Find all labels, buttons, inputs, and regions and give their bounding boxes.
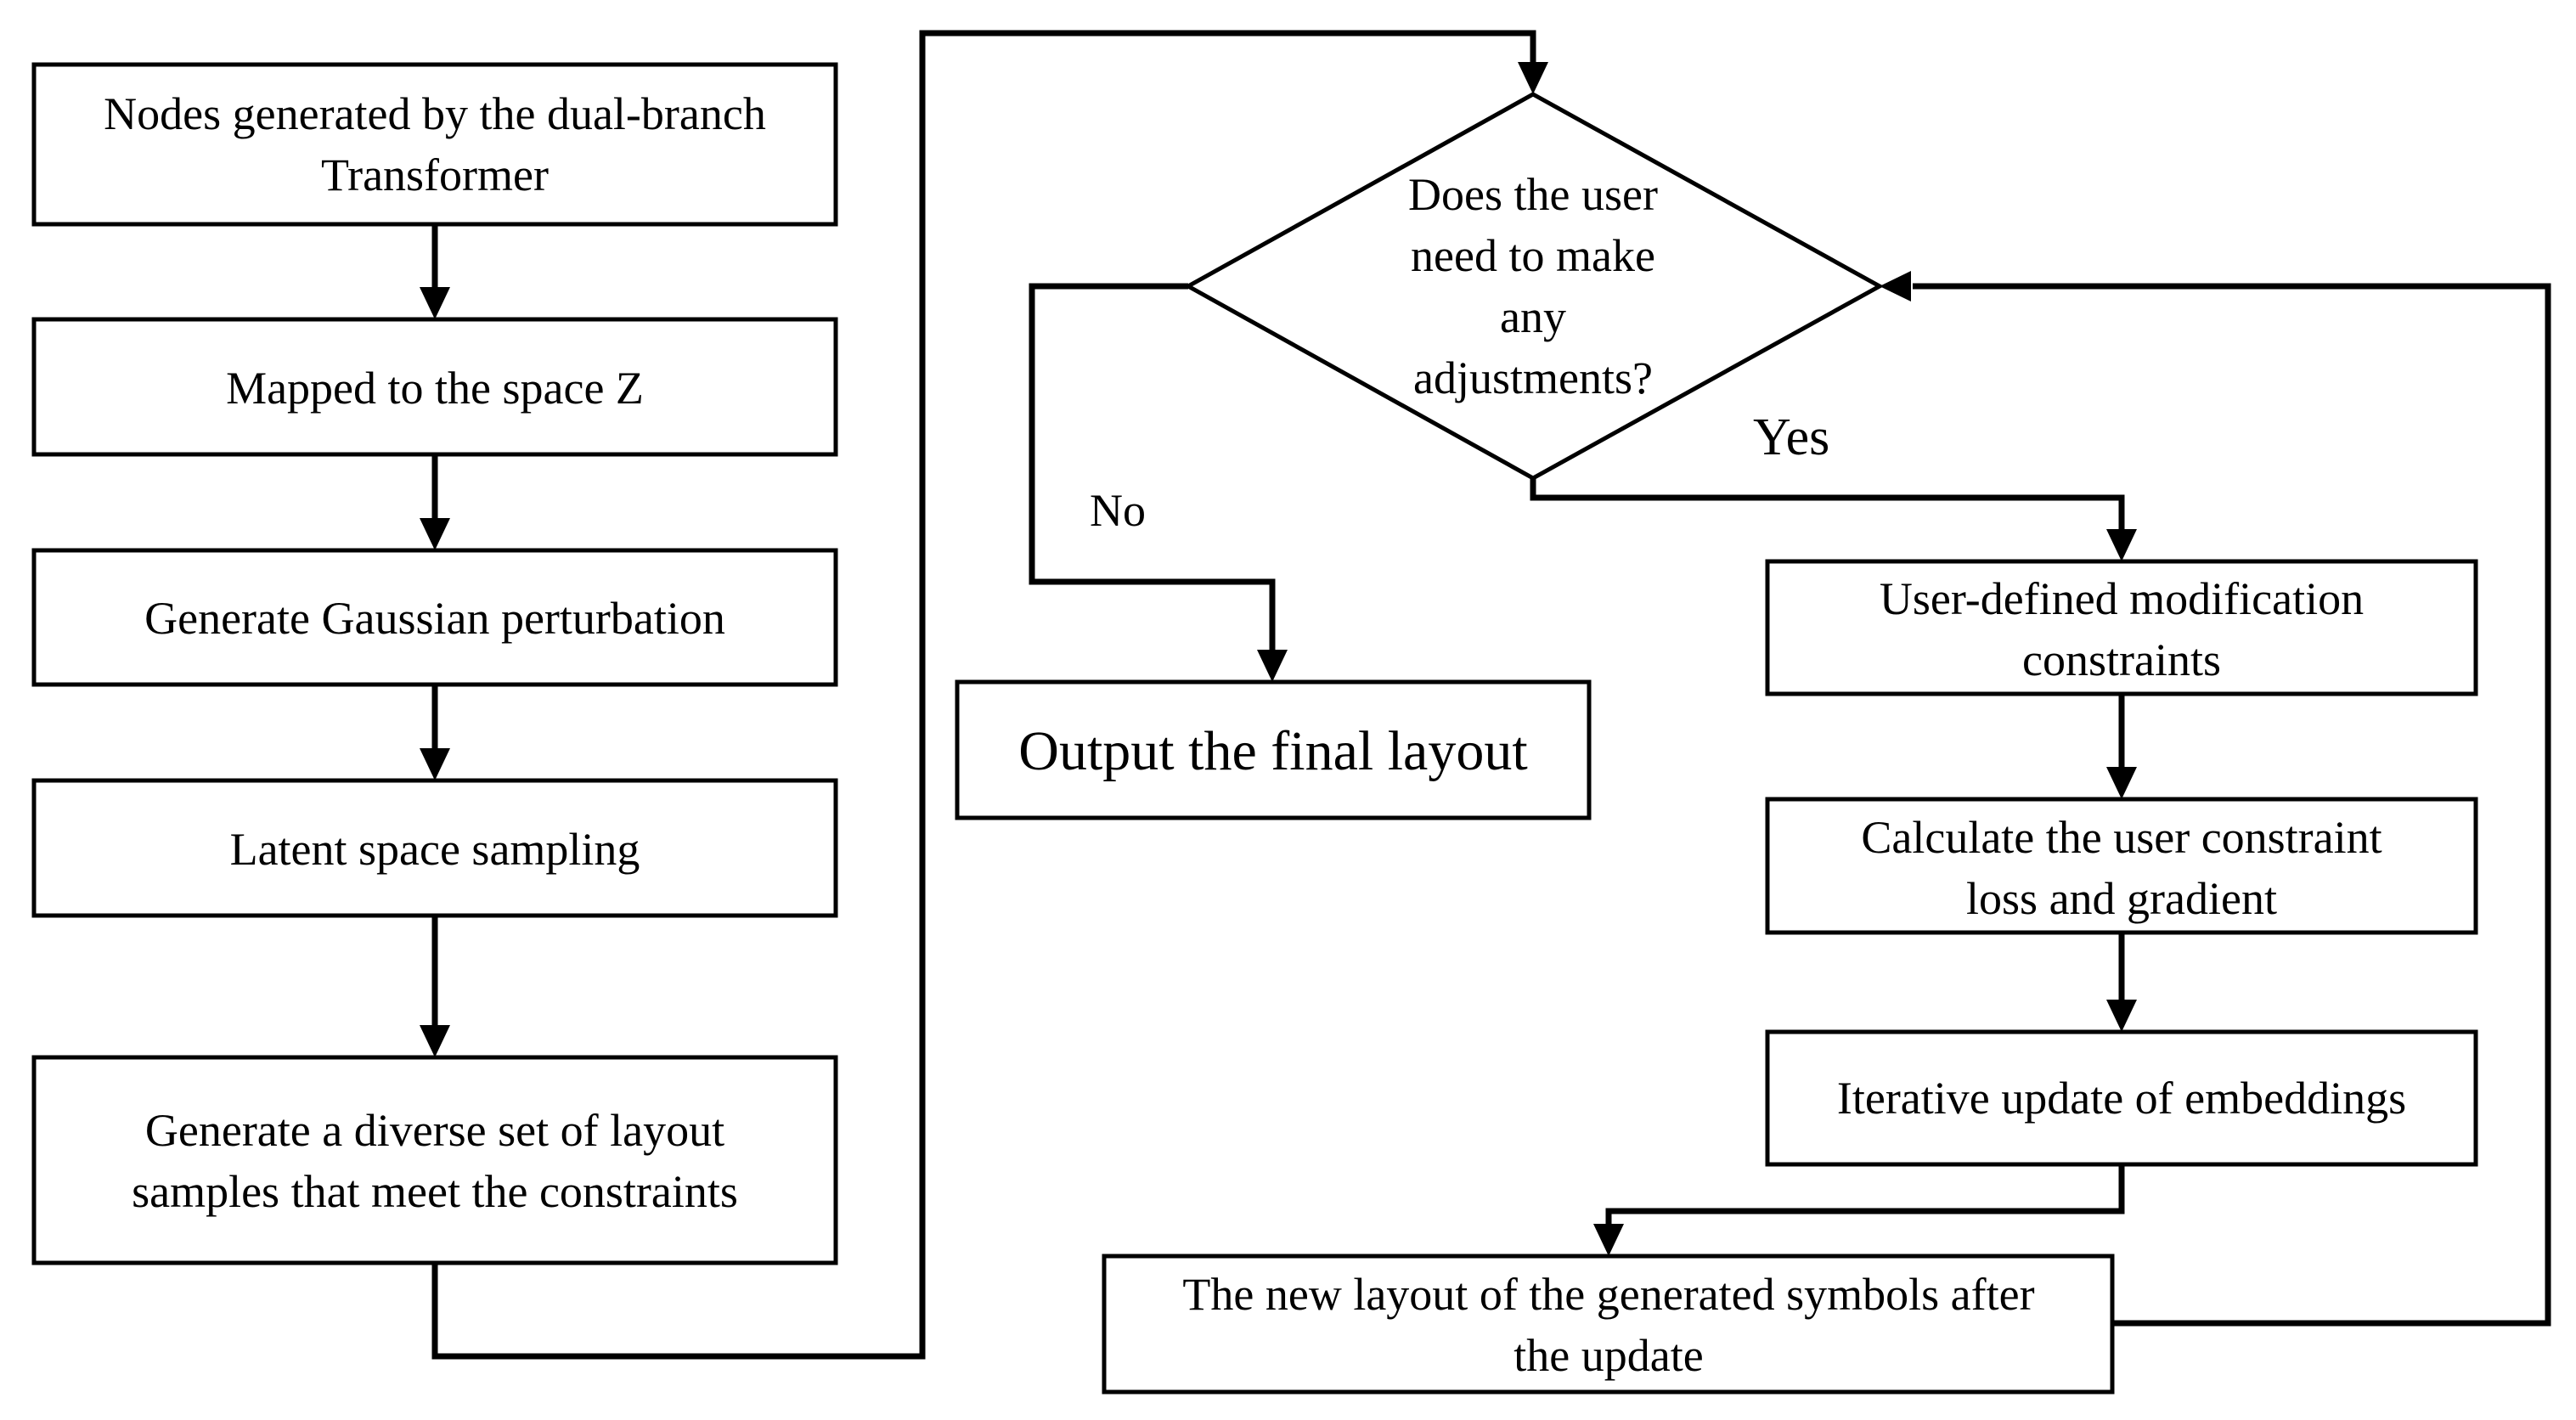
box-label-line: User-defined modification: [1880, 573, 2364, 624]
decision-label-line: any: [1500, 291, 1566, 342]
process-box-latent-sampling: Latent space sampling: [31, 778, 838, 918]
process-box-mapped-space: Mapped to the space Z: [31, 317, 838, 457]
arrowhead: [420, 1025, 450, 1057]
connectors: [420, 30, 2551, 1360]
decision-label-line: Does the user: [1408, 169, 1658, 220]
arrowhead: [1593, 1224, 1624, 1256]
process-box-gaussian: Generate Gaussian perturbation: [31, 548, 838, 687]
connector-no-branch: [1029, 283, 1276, 664]
box-label-line: Generate a diverse set of layout: [145, 1105, 724, 1156]
box-label-line: constraints: [2022, 634, 2221, 685]
decision-label-line: need to make: [1411, 230, 1655, 281]
box-label-line: the update: [1513, 1330, 1703, 1381]
process-box-new-layout: The new layout of the generated symbols …: [1102, 1254, 2115, 1395]
connector-iterative-to-new-layout: [1605, 1164, 2125, 1238]
arrowhead: [1518, 62, 1548, 94]
arrowhead: [2106, 1000, 2137, 1032]
process-box-user-constraints: User-defined modification constraints: [1765, 559, 2478, 696]
box-label-line: samples that meet the constraints: [132, 1166, 738, 1217]
branch-label-yes: Yes: [1753, 409, 1829, 466]
box-label-line: loss and gradient: [1966, 873, 2277, 924]
box-label-line: Output the final layout: [1018, 720, 1527, 782]
arrowhead: [1880, 271, 1911, 301]
arrowhead: [420, 748, 450, 780]
decision-diamond: Does the user need to make any adjustmen…: [1183, 92, 1885, 481]
connector-diverse-to-decision: [431, 30, 1536, 1360]
connector-feedback-loop: [1913, 283, 2551, 1327]
box-label-line: Generate Gaussian perturbation: [144, 593, 725, 644]
process-box-diverse-set: Generate a diverse set of layout samples…: [31, 1055, 838, 1265]
box-label-line: Calculate the user constraint: [1861, 812, 2382, 863]
process-box-iterative-update: Iterative update of embeddings: [1765, 1029, 2478, 1167]
connector-yes-branch: [1530, 478, 2125, 544]
box-label-line: Latent space sampling: [230, 824, 640, 875]
box-label-line: Transformer: [321, 149, 549, 200]
arrowhead: [1257, 650, 1288, 682]
process-box-calc-loss: Calculate the user constraint loss and g…: [1765, 797, 2478, 935]
arrowhead: [2106, 529, 2137, 561]
box-label-line: Iterative update of embeddings: [1837, 1073, 2406, 1124]
terminal-box-output-final: Output the final layout: [955, 679, 1592, 820]
box-label-line: The new layout of the generated symbols …: [1182, 1269, 2034, 1320]
box-label-line: Mapped to the space Z: [226, 363, 644, 414]
arrowhead: [420, 287, 450, 319]
arrowhead: [420, 518, 450, 550]
decision-label-line: adjustments?: [1413, 352, 1653, 403]
box-label-line: Nodes generated by the dual-branch: [104, 88, 766, 139]
arrowhead: [2106, 767, 2137, 799]
process-box-nodes-generated: Nodes generated by the dual-branch Trans…: [31, 62, 838, 227]
branch-label-no: No: [1090, 485, 1146, 536]
